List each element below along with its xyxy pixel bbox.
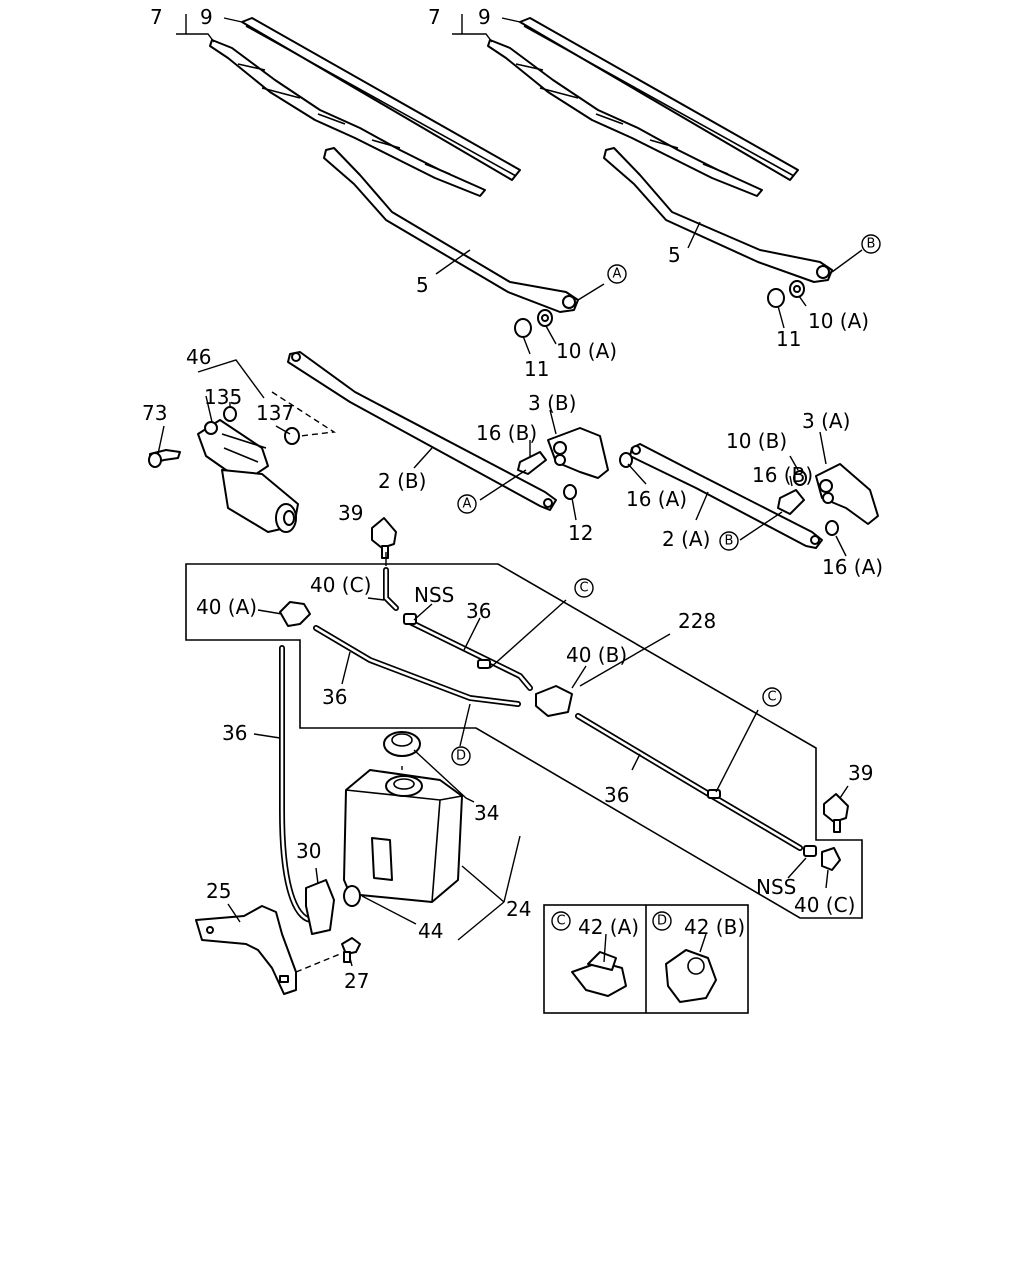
label-34: 34 [474, 801, 499, 825]
label-11-right: 11 [776, 327, 801, 351]
svg-text:C: C [556, 914, 565, 929]
clip-42a [571, 951, 627, 997]
label-228: 228 [678, 609, 716, 633]
label-27: 27 [344, 969, 369, 993]
svg-text:C: C [767, 690, 776, 705]
label-42a: 42 (A) [578, 915, 639, 939]
washer-nozzle-top [371, 517, 397, 559]
label-25: 25 [206, 879, 231, 903]
washer-pump-30 [305, 879, 335, 935]
callout-c-lower: C [762, 687, 782, 707]
link-rod-2b [287, 351, 557, 511]
label-36-left: 36 [222, 721, 247, 745]
label-39-right: 39 [848, 761, 873, 785]
label-5-right: 5 [668, 243, 681, 267]
label-nss-bottom: NSS [756, 875, 796, 899]
clip-detail-box [543, 904, 749, 1014]
label-nss-top: NSS [414, 583, 454, 607]
clip-42b [665, 949, 717, 1003]
svg-text:A: A [613, 267, 622, 282]
label-9-left: 9 [200, 5, 213, 29]
part-labels: 7 9 7 9 5 5 11 10 (A) 11 10 (A) 46 135 1… [142, 5, 883, 993]
pivot-3a [777, 463, 879, 525]
svg-text:C: C [579, 581, 588, 596]
washer-fittings [279, 601, 841, 871]
label-16a-right: 16 (A) [822, 555, 883, 579]
label-39-top: 39 [338, 501, 363, 525]
nut-and-cap-left [514, 309, 553, 338]
svg-text:B: B [725, 534, 734, 549]
callout-d-box: D [652, 911, 672, 931]
label-11-left: 11 [524, 357, 549, 381]
washer-tank [343, 769, 463, 903]
callout-a-top: A [607, 264, 627, 284]
callout-b-top: B [861, 234, 881, 254]
washer-tank-cap [383, 731, 421, 757]
label-135: 135 [204, 385, 242, 409]
label-46: 46 [186, 345, 211, 369]
svg-text:D: D [657, 914, 667, 929]
label-9-right: 9 [478, 5, 491, 29]
tank-bracket-25 [195, 905, 297, 995]
label-40c-top: 40 (C) [310, 573, 371, 597]
label-137: 137 [256, 401, 294, 425]
leader-lines [157, 14, 863, 973]
label-36-mid: 36 [322, 685, 347, 709]
label-10a-right: 10 (A) [808, 309, 869, 333]
label-36-upper: 36 [466, 599, 491, 623]
label-2a: 2 (A) [662, 527, 710, 551]
pivot-3b [517, 427, 609, 479]
wiper-blade-left [209, 17, 521, 197]
callout-c-box: C [551, 911, 571, 931]
label-40b: 40 (B) [566, 643, 627, 667]
label-73: 73 [142, 401, 167, 425]
label-10a-left: 10 (A) [556, 339, 617, 363]
nut-and-cap-right [767, 280, 805, 308]
washer-grommet-44 [343, 885, 361, 907]
wiper-blade-right [487, 17, 799, 197]
label-10b: 10 (B) [726, 429, 787, 453]
label-36-lower: 36 [604, 783, 629, 807]
label-44: 44 [418, 919, 443, 943]
svg-text:D: D [456, 749, 466, 764]
bracket-bolt-27 [341, 937, 361, 963]
label-42b: 42 (B) [684, 915, 745, 939]
wiper-arm-left [323, 147, 579, 313]
motor-washer-135 [223, 406, 237, 422]
label-5-left: 5 [416, 273, 429, 297]
svg-text:B: B [867, 237, 876, 252]
motor-cap-137 [284, 427, 300, 445]
washers-16a [563, 452, 839, 536]
callout-c-upper: C [574, 578, 594, 598]
wiper-arm-right [603, 147, 833, 283]
label-7-right: 7 [428, 5, 441, 29]
label-3a: 3 (A) [802, 409, 850, 433]
svg-text:A: A [463, 497, 472, 512]
washer-kit-outline-228 [185, 563, 863, 919]
label-7-left: 7 [150, 5, 163, 29]
label-16b-right: 16 (B) [752, 463, 813, 487]
link-rod-2a [629, 443, 823, 549]
motor-bolt-73 [148, 449, 181, 468]
label-2b: 2 (B) [378, 469, 426, 493]
label-30: 30 [296, 839, 321, 863]
label-24: 24 [506, 897, 531, 921]
label-3b: 3 (B) [528, 391, 576, 415]
callout-a-mid: A [457, 494, 477, 514]
wiper-motor [197, 419, 299, 533]
label-16b-left: 16 (B) [476, 421, 537, 445]
label-40c-bottom: 40 (C) [794, 893, 855, 917]
label-16a-mid: 16 (A) [626, 487, 687, 511]
label-40a: 40 (A) [196, 595, 257, 619]
washer-nozzle-right [823, 793, 849, 833]
callout-b-mid: B [719, 531, 739, 551]
label-12: 12 [568, 521, 593, 545]
callout-d: D [451, 746, 471, 766]
